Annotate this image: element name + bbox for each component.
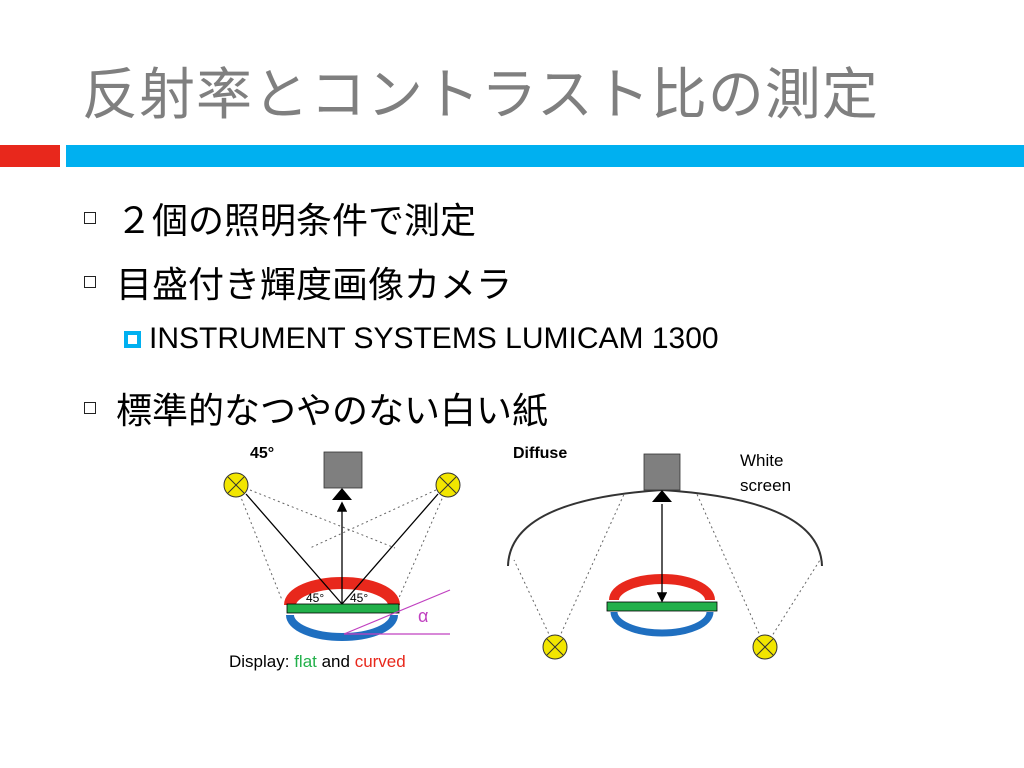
alpha-label: α [418, 606, 428, 626]
bullet-2: 目盛付き輝度画像カメラ [84, 256, 512, 308]
bullet-2-sub: INSTRUMENT SYSTEMS LUMICAM 1300 [124, 322, 719, 356]
angle-label-right: 45° [350, 591, 368, 605]
lamp-right-2 [752, 634, 778, 660]
slide-title: 反射率とコントラスト比の測定 [82, 63, 879, 128]
angle-label-left: 45° [306, 591, 324, 605]
bullet-filled-square-icon [124, 330, 141, 348]
flat-display-right [606, 601, 718, 612]
bullet-2-sub-text: INSTRUMENT SYSTEMS LUMICAM 1300 [149, 322, 719, 355]
caption-part1: Display: [229, 652, 294, 671]
left-diagram-45: 45° 45° 45° [223, 445, 461, 671]
label-diffuse: Diffuse [513, 445, 567, 462]
figure-caption: Display: flat and curved [229, 652, 406, 671]
camera-lens [332, 488, 352, 500]
dotted-rays-left [235, 484, 449, 601]
flat-display [286, 603, 400, 614]
bullet-3-text: 標準的なつやのない白い紙 [116, 391, 549, 432]
bullet-3: 標準的なつやのない白い紙 [84, 382, 548, 434]
camera-lens-right [652, 490, 672, 502]
label-white: White [740, 451, 783, 470]
caption-flat: flat [294, 652, 317, 671]
lamp-left-2 [435, 472, 461, 498]
incident-ray-left [245, 493, 343, 605]
bullet-square-icon [84, 402, 96, 414]
bullet-square-icon [84, 212, 96, 224]
caption-part2: and [317, 652, 355, 671]
tilt-line [343, 589, 451, 635]
bullet-1: ２個の照明条件で測定 [84, 192, 476, 244]
lamp-right-1 [542, 634, 568, 660]
bullet-1-text: ２個の照明条件で測定 [116, 201, 477, 242]
curved-display-bottom [286, 614, 398, 641]
dotted-rays-right [513, 491, 821, 648]
right-diagram-diffuse: Diffuse White screen [507, 445, 823, 660]
camera-body [323, 451, 363, 489]
accent-bar-red [0, 145, 60, 167]
bullet-2-text: 目盛付き輝度画像カメラ [116, 265, 513, 306]
curved-display-bottom-right [610, 611, 714, 637]
caption-curved: curved [355, 652, 406, 671]
bullet-square-icon [84, 276, 96, 288]
incident-ray-right [341, 493, 439, 605]
label-45: 45° [250, 445, 274, 462]
lamp-left-1 [223, 472, 249, 498]
camera-body-right [643, 453, 681, 491]
label-screen: screen [740, 476, 791, 495]
accent-bar-blue [66, 145, 1024, 167]
